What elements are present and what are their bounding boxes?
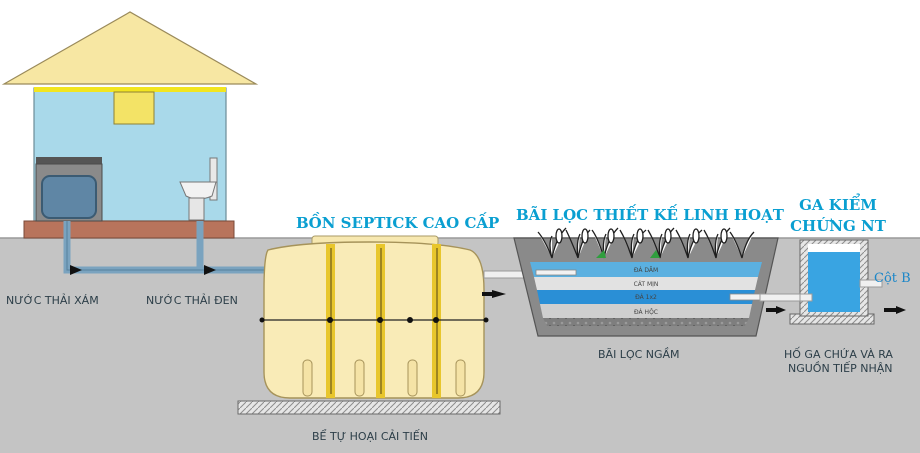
septic-hatched-base [237, 400, 501, 415]
filter-caption: BÃI LỌC NGẦM [598, 347, 680, 361]
filter-layer-label-2: CÁT MỊN [634, 281, 659, 288]
house-roof [1, 11, 259, 85]
filter-layer-stone [537, 290, 755, 304]
flow-arrow-icon [492, 290, 506, 298]
filter-layer-label-3: ĐÁ 1x2 [635, 294, 657, 301]
flow-arrow-icon [896, 306, 906, 314]
filter-layer-sand [534, 277, 758, 290]
house-drain-pipes [63, 221, 270, 274]
filter-outlet-pipe [729, 293, 761, 301]
flow-arrow-shaft [482, 292, 492, 296]
house-base [23, 220, 235, 239]
manhole-caption-line2: NGUỒN TIẾP NHẬN [788, 361, 892, 375]
filter-layer-label-4: ĐÁ HỘC [634, 309, 658, 316]
filter-title: BÃI LỌC THIẾT KẾ LINH HOẠT [516, 204, 785, 224]
manhole-title-line1: GA KIỂM [799, 193, 877, 214]
reed-leaves [596, 250, 660, 258]
flow-arrow-shaft [766, 308, 776, 312]
septic-title: BỒN SEPTICK CAO CẤP [296, 212, 499, 232]
septic-caption: BỂ TỰ HOẠI CẢI TIẾN [312, 429, 428, 443]
black-water-label: NƯỚC THẢI ĐEN [146, 293, 238, 307]
kitchen-sink-icon [35, 157, 103, 222]
manhole-inlet-stub [799, 293, 813, 302]
flow-arrow-icon [776, 306, 786, 314]
manhole-title-line2: CHỨNG NT [790, 217, 887, 235]
septic-feet [302, 359, 466, 397]
toilet-icon [179, 157, 218, 221]
septic-strap-bolts [259, 317, 489, 323]
filter-bed: ĐÁ DĂM CÁT MỊN ĐÁ 1x2 ĐÁ HỘC [513, 227, 779, 337]
filter-layer-label-1: ĐÁ DĂM [634, 267, 658, 274]
reed-plants-icon [537, 227, 755, 259]
grey-water-label: NƯỚC THẢI XÁM [6, 293, 99, 307]
manhole-water [808, 252, 860, 312]
flow-arrow-shaft [884, 308, 896, 312]
filter-floor [543, 318, 749, 326]
septic-tank [237, 235, 501, 415]
manhole-outlet-pipe [859, 279, 883, 288]
filter-layer-rock [540, 304, 752, 318]
column-b-label: Cột B [874, 271, 911, 286]
manhole-caption-line1: HỐ GA CHỨA VÀ RA [784, 347, 893, 361]
flow-arrow-icon [70, 265, 216, 275]
manhole [789, 239, 883, 325]
house [1, 11, 259, 239]
filter-layer-gravel-top [530, 262, 762, 277]
filter-inlet-pipe [535, 269, 577, 276]
roof-gutter [34, 87, 226, 92]
attic-window [113, 91, 155, 125]
